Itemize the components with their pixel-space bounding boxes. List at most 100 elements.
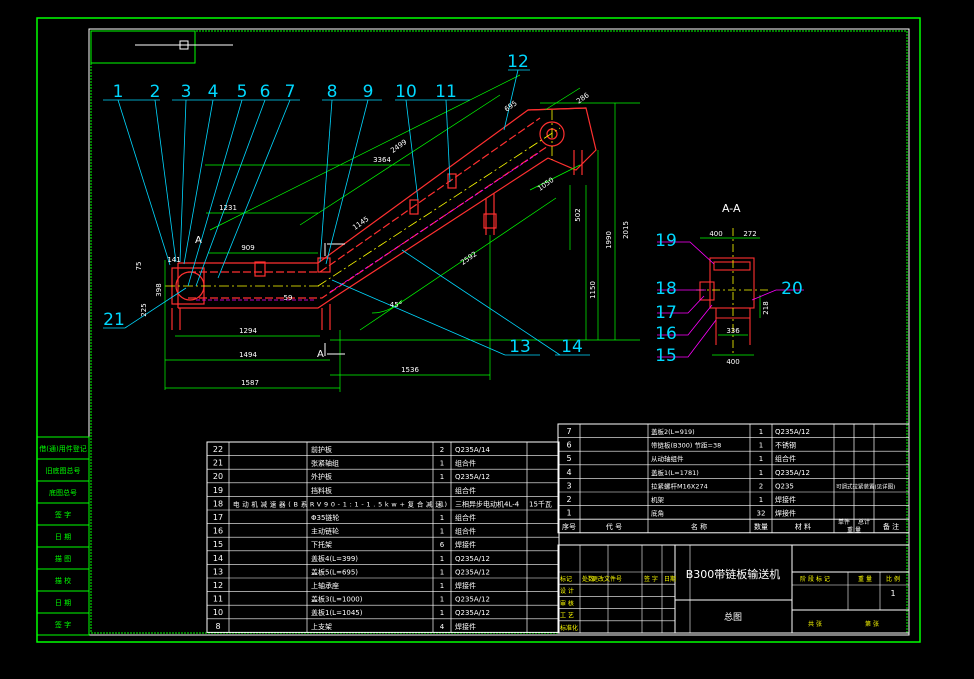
section-letter-top: A: [195, 235, 202, 246]
bom-name: 拉紧螺杆M16X274: [651, 481, 708, 490]
dim-height_c: 1150: [589, 281, 597, 299]
leader-16: [657, 304, 713, 336]
leader-19: [657, 241, 715, 265]
title-scale: 比 例: [886, 575, 900, 583]
balloon-21: 21: [103, 310, 125, 330]
bom-no: 2: [566, 495, 571, 504]
bom-name: 外护板: [311, 472, 332, 481]
bom-right-row: 3 拉紧螺杆M16X274 2 Q235 可调式拉紧装置(见详图): [566, 481, 895, 490]
sidebar-label: 描 校: [55, 576, 71, 585]
title-scale-value: 1: [890, 589, 895, 598]
section-markers: [324, 243, 345, 356]
bom-name: 从动轴组件: [651, 454, 684, 463]
section-leaders: [657, 241, 804, 358]
bom-no: 5: [566, 454, 571, 463]
bom-name: 带链板(B300) 节距=38: [651, 441, 721, 450]
bom-no: 4: [566, 468, 571, 477]
bom-no: 3: [566, 481, 571, 490]
dim-low_d: 59: [284, 294, 293, 302]
sidebar-label: 描 图: [55, 554, 71, 563]
bracket-1: [409, 199, 419, 215]
drawing-frame: [36, 17, 921, 643]
balloon-3: 3: [181, 82, 192, 102]
bom-name: 上支架: [311, 622, 332, 631]
title-label-review: 审 核: [560, 599, 574, 607]
bom-name: 盖板4(L=399): [311, 554, 358, 563]
bom-name: 盖板3(L=1000): [311, 595, 363, 604]
dim-low_b: 225: [140, 303, 148, 316]
bom-no: 18: [213, 499, 223, 508]
bracket-4: [317, 257, 331, 273]
bom-qty: 2: [759, 482, 763, 490]
bracket-2: [447, 173, 457, 189]
sidebar-label: 借(通)用件登记: [39, 444, 86, 453]
dim-height_b: 1990: [605, 231, 613, 249]
sidebar-label: 签 字: [55, 620, 71, 629]
bom-name: 底角: [651, 509, 664, 518]
leader-14: [401, 249, 561, 356]
inner-frame-dotted: [90, 30, 908, 634]
balloon-7: 7: [285, 82, 296, 102]
dim-head_a: 695: [503, 99, 519, 113]
section-chain: [713, 261, 751, 271]
bom-no: 13: [213, 567, 223, 576]
bom-qty: 32: [757, 510, 766, 518]
title-sheet-no: 第 张: [865, 620, 879, 628]
leader-5: [187, 99, 243, 287]
bom-name: 盖板5(L=695): [311, 567, 358, 576]
balloon-8: 8: [327, 82, 338, 102]
sidebar-label: 日 期: [55, 533, 71, 541]
bom-header-unit: 单件: [838, 518, 850, 526]
bom-material: Q235: [775, 482, 794, 490]
bom-no: 19: [213, 486, 223, 495]
leader-21: [124, 287, 187, 329]
section-dim-sec_top_right: 272: [743, 230, 756, 238]
section-dim-sec_side: 218: [762, 301, 770, 314]
dim-incline-upper: [299, 94, 501, 226]
bom-material: 焊接件: [455, 581, 476, 590]
sidebar-label: 旧底图总号: [46, 466, 81, 475]
bom-qty: 1: [440, 582, 444, 590]
dim-total_height: 2015: [622, 221, 630, 239]
section-dim-sec_bottom: 336: [726, 327, 740, 335]
drawing-type: 总图: [724, 611, 742, 623]
bom-no: 17: [213, 513, 223, 522]
bom-no: 8: [215, 622, 220, 631]
leader-1: [117, 99, 171, 266]
leader-7: [217, 99, 291, 279]
bom-name: 机架: [651, 495, 665, 504]
bom-name: 盖板1(L=1045): [311, 608, 363, 617]
sidebar-label: 签 字: [55, 510, 71, 519]
bom-material: 组合件: [775, 454, 796, 463]
balloon-1: 1: [113, 82, 124, 102]
bom-name: 下托架: [311, 540, 332, 549]
bom-qty: 1: [759, 428, 763, 436]
bracket-3: [254, 261, 266, 277]
leader-12: [503, 69, 519, 131]
bom-qty: 1: [759, 469, 763, 477]
bom-header-note: 备 注: [883, 522, 899, 531]
leader-9: [325, 99, 369, 265]
bom-qty: 1: [440, 460, 444, 468]
bom-material: Q235A/12: [775, 469, 810, 477]
title-sheet-total: 共 张: [808, 620, 822, 628]
bom-note: 可调式拉紧装置(见详图): [836, 482, 895, 490]
head-housing: [527, 107, 597, 171]
bom-material: 不锈钢: [775, 441, 796, 450]
bom-qty: 1: [759, 455, 763, 463]
title-weight: 重 量: [858, 575, 872, 583]
bom-qty: 1: [440, 568, 444, 576]
hidden-lines: [196, 151, 541, 301]
bom-name: 张紧轴组: [311, 459, 339, 468]
bom-name: 盖板2(L=919): [651, 427, 695, 436]
bom-no: 21: [213, 459, 223, 468]
